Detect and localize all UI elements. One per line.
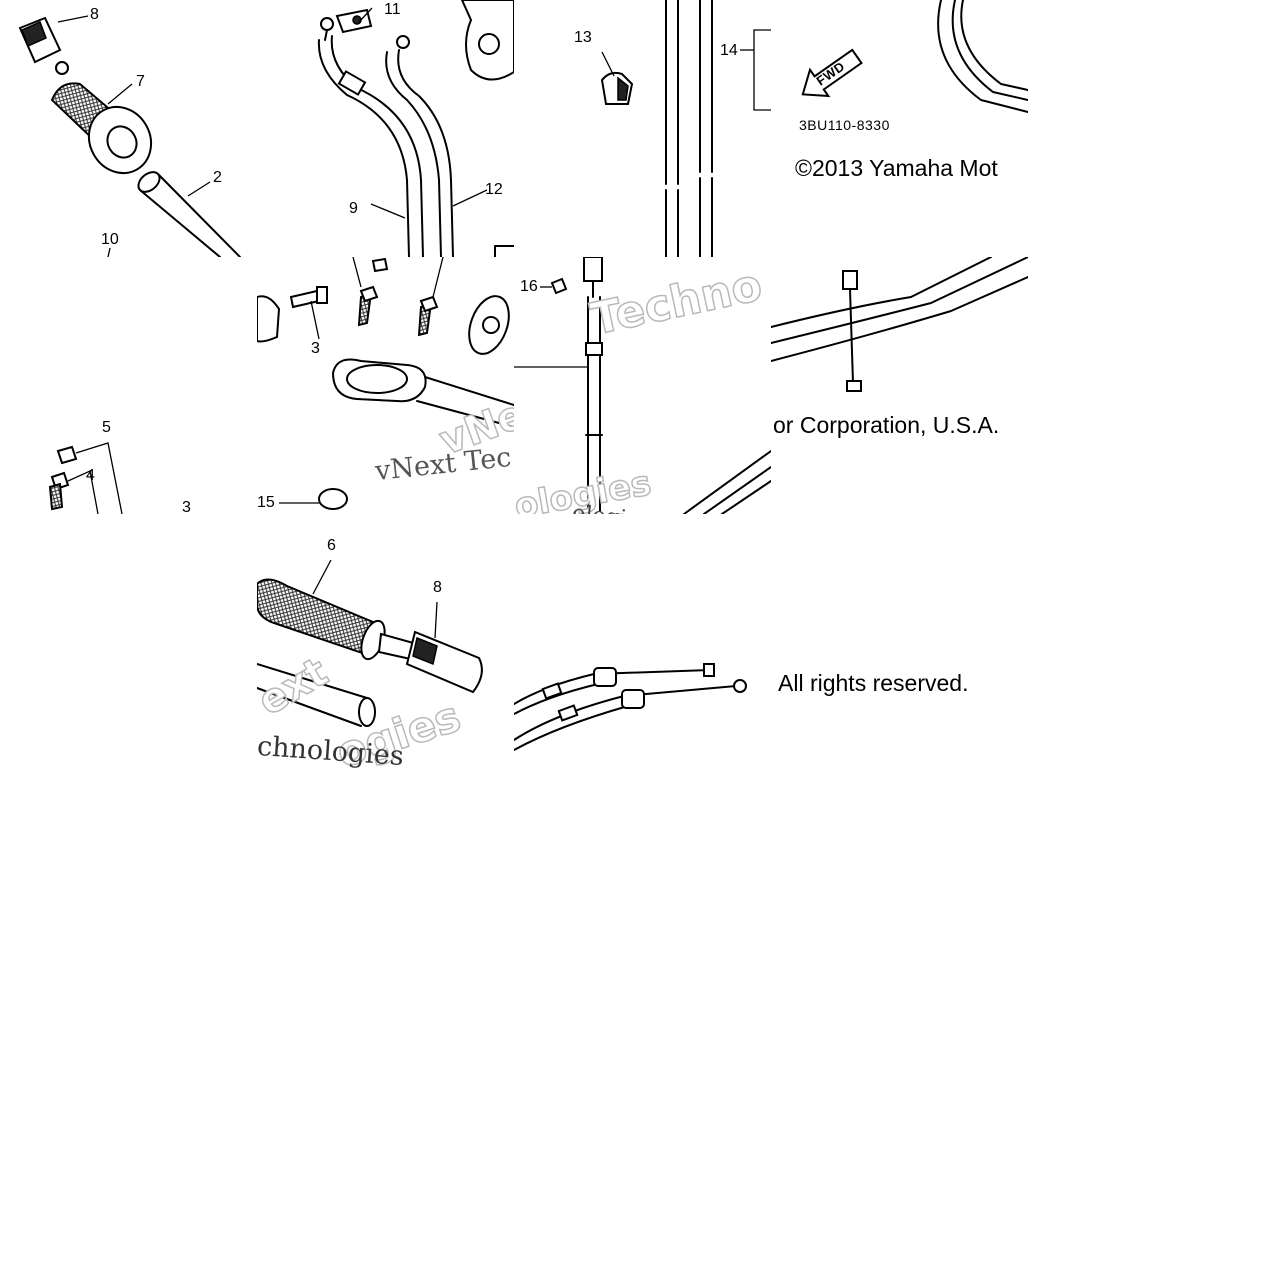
callout-13: 13 xyxy=(574,29,592,46)
tile-copyright-mid: or Corporation, U.S.A. xyxy=(771,257,1028,514)
bar-end-weight xyxy=(18,16,69,75)
throttle-cable-12 xyxy=(385,49,454,257)
cable-ends-drawing xyxy=(514,663,747,751)
tile-grip-left: 8 7 2 10 xyxy=(0,0,257,257)
tile-cables-upper: 11 9 12 xyxy=(257,0,514,257)
tile-clamp: 3 15 vNext Tec vNe xyxy=(257,257,514,514)
fwd-arrow-icon xyxy=(801,48,863,98)
copyright-line-1: ©2013 Yamaha Mot xyxy=(795,155,998,181)
cable-guide-11 xyxy=(335,8,373,34)
cable-16-drawing xyxy=(514,257,771,514)
handlebar-lower xyxy=(257,663,376,727)
rights-reserved: All rights reserved. xyxy=(778,670,969,696)
cable-lower-end xyxy=(514,679,747,751)
bolt-16 xyxy=(550,277,568,295)
tile-rights: All rights reserved. xyxy=(771,514,1028,771)
throttle-grip xyxy=(50,82,153,175)
tile-cable-16: 16 Techno ologies ologies xyxy=(514,257,771,514)
bolt-3 xyxy=(289,286,328,309)
screw-pair xyxy=(357,257,439,337)
callout-5: 5 xyxy=(102,419,111,436)
copyright-line-2: or Corporation, U.S.A. xyxy=(773,412,1000,438)
callout-4: 4 xyxy=(86,467,95,484)
callout-9: 9 xyxy=(349,200,358,217)
left-grip-6 xyxy=(257,578,386,661)
long-cable-drawing xyxy=(600,0,771,257)
grip-end-cap xyxy=(468,295,510,355)
cable-end-fitting xyxy=(320,17,410,49)
tile-cable-ends xyxy=(514,514,771,771)
screw-5 xyxy=(56,445,78,465)
tile-grip-right: 6 8 ext ogies chnologies xyxy=(257,514,514,771)
tile-screws: 5 4 3 xyxy=(0,257,257,514)
grip-assembly-drawing xyxy=(18,15,241,257)
callout-16: 16 xyxy=(520,278,538,295)
callout-14: 14 xyxy=(720,42,738,59)
bar-end-8-lower xyxy=(377,630,483,694)
throttle-cable-9 xyxy=(317,35,424,257)
cable-routing-drawing xyxy=(317,0,514,257)
tile-copyright-top: FWD 3BU110-8330 ©2013 Yamaha Mot xyxy=(771,0,1028,257)
callout-10: 10 xyxy=(101,231,119,248)
part-code: 3BU110-8330 xyxy=(799,117,890,133)
callout-2: 2 xyxy=(213,169,222,186)
cable-end-fitting-right xyxy=(842,270,862,392)
cables-right-drawing xyxy=(771,257,1028,392)
callout-11: 11 xyxy=(384,1,401,18)
callout-6: 6 xyxy=(327,537,336,554)
callout-3-mid: 3 xyxy=(311,340,320,357)
switch-housing-top xyxy=(460,0,514,81)
callout-7: 7 xyxy=(136,73,145,90)
callout-3-left: 3 xyxy=(182,499,191,515)
cable-16-sheath xyxy=(585,296,603,512)
callout-15: 15 xyxy=(257,494,275,511)
cap-15 xyxy=(318,488,348,510)
throttle-clamp xyxy=(331,358,514,428)
cable-clip-13 xyxy=(600,71,634,105)
switch-housing-lower xyxy=(257,295,281,343)
callout-8: 8 xyxy=(90,6,99,23)
tile-cable-14: 13 14 xyxy=(514,0,771,257)
fwd-arrow-and-cables xyxy=(801,0,1028,113)
callout-8-lower: 8 xyxy=(433,579,442,596)
grip-right-drawing xyxy=(257,559,483,727)
screws-drawing xyxy=(48,442,123,514)
clamp-drawing xyxy=(257,257,514,510)
handlebar-tube xyxy=(137,171,241,257)
cable-14-sheath xyxy=(665,0,713,257)
cable-adjuster xyxy=(583,257,603,298)
screw-4 xyxy=(48,471,70,511)
callout-12: 12 xyxy=(485,181,503,198)
